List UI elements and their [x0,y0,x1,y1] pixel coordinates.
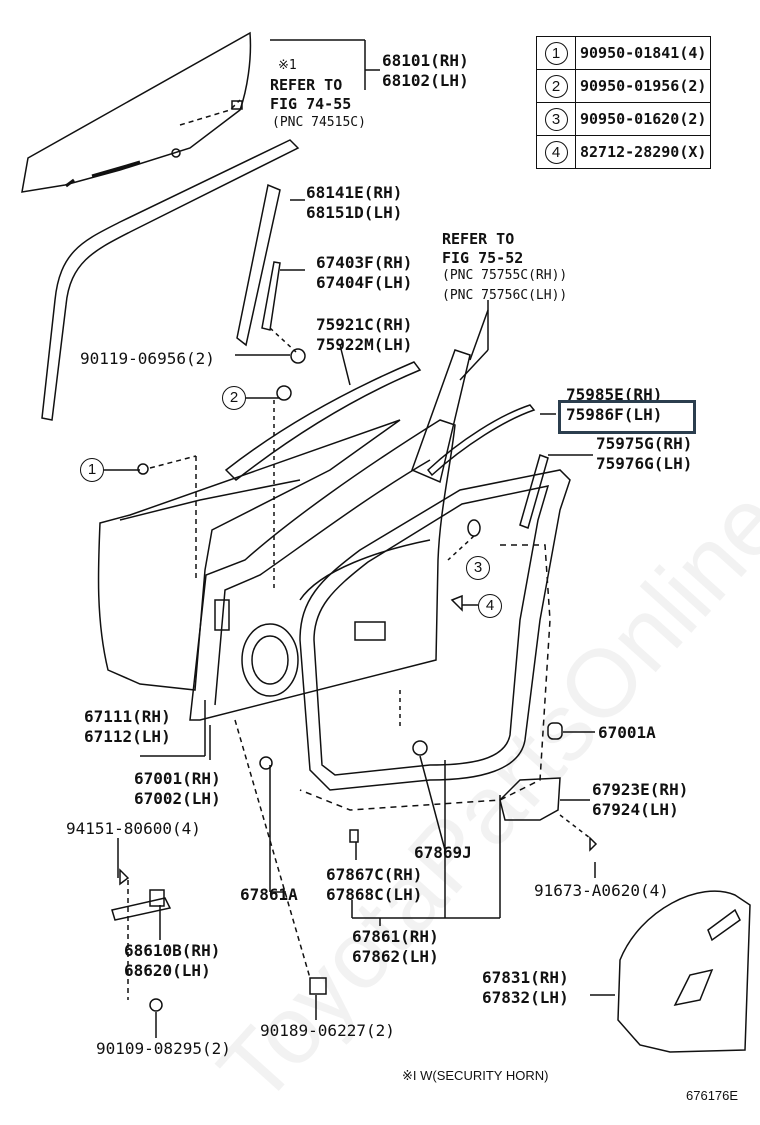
part-label[interactable]: 91673-A0620(4) [534,881,669,900]
legend-row: 2 90950-01956(2) [536,69,712,103]
part-label[interactable]: 75985E(RH) [566,385,663,404]
refer-note-line: REFER TO [442,230,515,248]
pillar-garnish [411,349,471,484]
part-label[interactable]: 68141E(RH) [306,183,403,202]
part-label[interactable]: 67831(RH) [482,968,569,987]
part-label[interactable]: 67867C(RH) [326,865,423,884]
part-label[interactable]: 67001A [598,723,656,742]
part-label[interactable]: 90189-06227(2) [260,1021,395,1040]
part-label[interactable]: 90119-06956(2) [80,349,215,368]
part-label[interactable]: 67861A [240,885,298,904]
part-label[interactable]: 67001(RH) [134,769,221,788]
legend-number: 3 [544,107,568,131]
part-label[interactable]: 67861(RH) [352,927,439,946]
callout-4: 4 [478,594,502,618]
legend-row: 3 90950-01620(2) [536,102,712,136]
refer-note-line: (PNC 74515C) [272,115,366,130]
part-label[interactable]: 75975G(RH) [596,434,693,453]
part-label[interactable]: 68102(LH) [382,71,469,90]
rear-run-channel [519,454,549,529]
part-label[interactable]: 67868C(LH) [326,885,423,904]
refer-note-line: REFER TO [270,76,343,94]
part-label[interactable]: 75976G(LH) [596,454,693,473]
highlight-box [558,400,696,434]
legend-number: 2 [544,74,568,98]
part-label[interactable]: 90109-08295(2) [96,1039,231,1058]
part-label[interactable]: 67832(LH) [482,988,569,1007]
door-frame [189,419,456,721]
part-label[interactable]: 67404F(LH) [316,273,413,292]
legend-row: 4 82712-28290(X) [536,135,712,169]
part-label[interactable]: 67111(RH) [84,707,171,726]
door-check [111,897,172,921]
legend-part-number: 90950-01841(4) [574,36,712,70]
part-label[interactable]: 67924(LH) [592,800,679,819]
refer-note-mark: ※1 [278,58,297,73]
door-glass [21,31,252,193]
part-label[interactable]: 75922M(LH) [316,335,413,354]
callout-1: 1 [80,458,104,482]
legend-number: 4 [544,140,568,164]
part-label-highlighted[interactable]: 75986F(LH) [566,405,663,424]
inner-handle-bezel [499,777,561,821]
part-label[interactable]: 68151D(LH) [306,203,403,222]
part-label[interactable]: 68610B(RH) [124,941,221,960]
legend-part-number: 90950-01956(2) [574,69,712,103]
part-label[interactable]: 68101(RH) [382,51,469,70]
window-frame-moulding [41,139,300,421]
part-label[interactable]: 68620(LH) [124,961,211,980]
legend-row: 1 90950-01841(4) [536,36,712,70]
footnote: ※I W(SECURITY HORN) [402,1068,549,1083]
outer-panel [97,419,401,691]
fastener-legend-table: 1 90950-01841(4) 2 90950-01956(2) 3 9095… [536,36,712,169]
part-label[interactable]: 67403F(RH) [316,253,413,272]
refer-note-line: (PNC 75755C(RH)) [442,268,568,283]
legend-part-number: 82712-28290(X) [574,135,712,169]
service-hole-cover [617,890,751,1053]
callout-2: 2 [222,386,246,410]
belt-moulding [224,361,422,481]
refer-note-line: (PNC 75756C(LH)) [442,288,568,303]
part-label[interactable]: 67923E(RH) [592,780,689,799]
door-weatherstrip [299,469,571,791]
part-label[interactable]: 67869J [414,843,472,862]
glass-run-channel [261,261,281,331]
glass-dash-ref [179,99,241,126]
callout-3: 3 [466,556,490,580]
part-label[interactable]: 67862(LH) [352,947,439,966]
part-label[interactable]: 94151-80600(4) [66,819,201,838]
legend-number: 1 [544,41,568,65]
figure-id: 676176E [686,1088,739,1103]
refer-note-line: FIG 75-52 [442,249,524,267]
refer-note-line: FIG 74-55 [270,95,352,113]
legend-part-number: 90950-01620(2) [574,102,712,136]
part-label[interactable]: 75921C(RH) [316,315,413,334]
part-label[interactable]: 67112(LH) [84,727,171,746]
part-label[interactable]: 67002(LH) [134,789,221,808]
